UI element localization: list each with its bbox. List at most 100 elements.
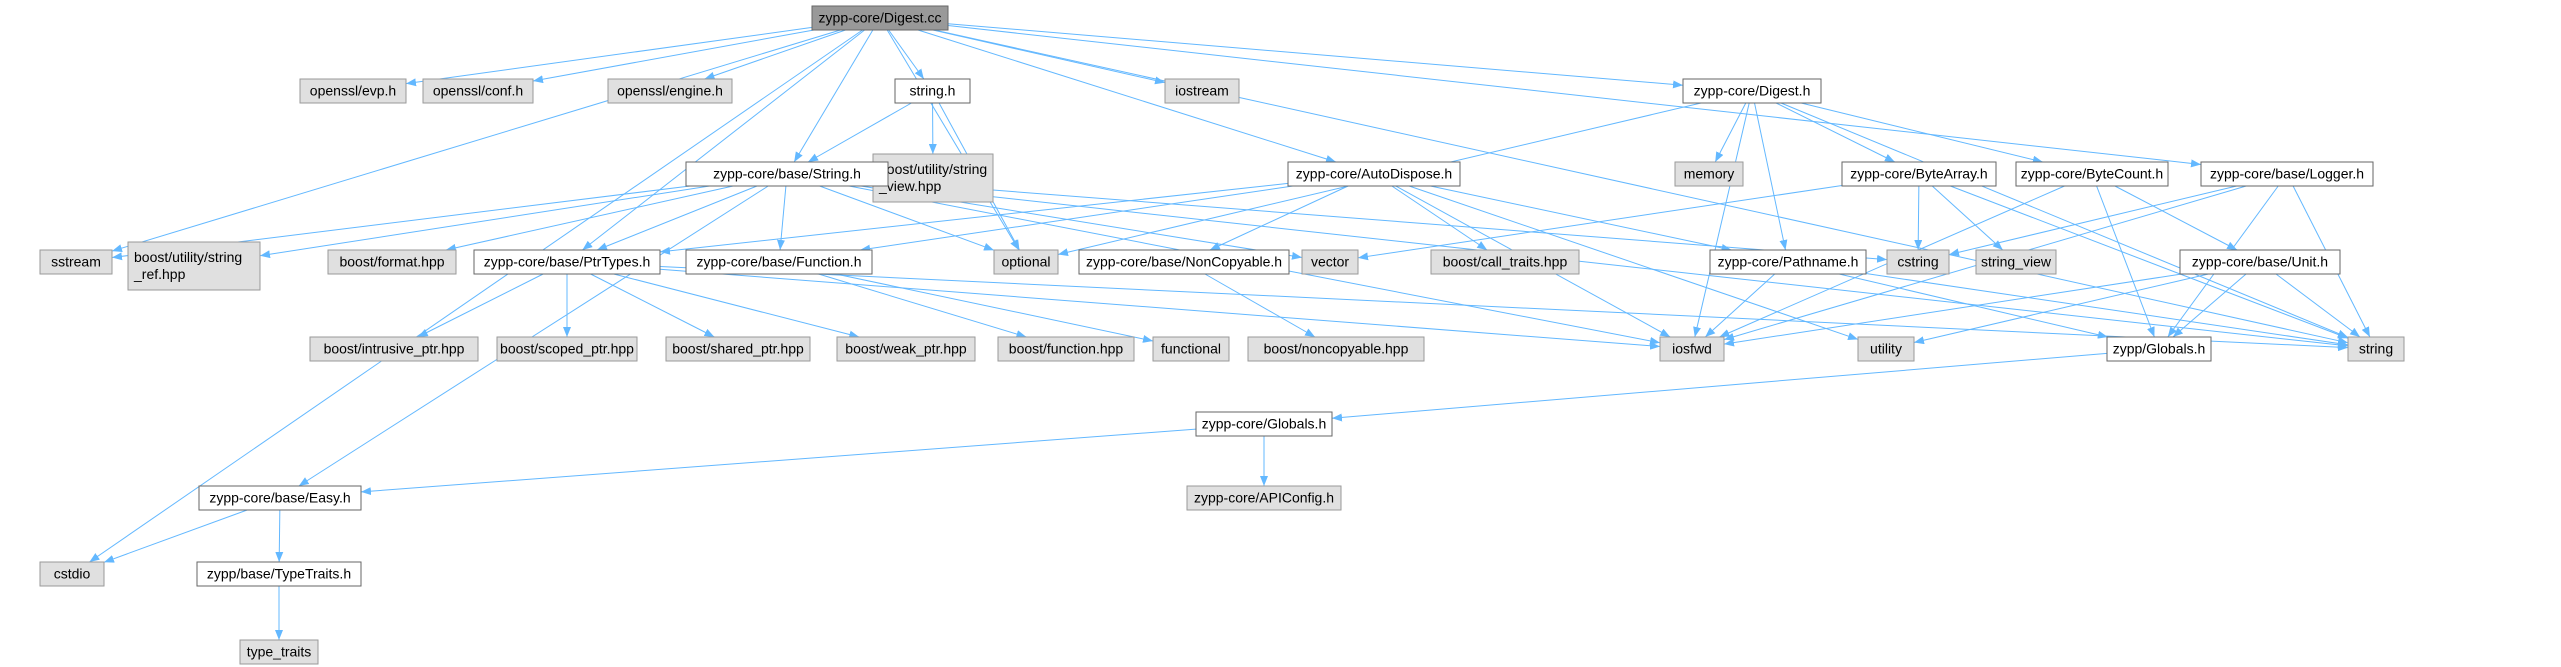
node-bytearray[interactable]: zypp-core/ByteArray.h	[1841, 161, 1997, 187]
node-string-h[interactable]: string.h	[894, 78, 971, 104]
node-label: iosfwd	[1672, 341, 1712, 357]
edge-digest_h-to-pathname	[1754, 102, 1788, 251]
node-base-string[interactable]: zypp-core/base/String.h	[685, 161, 889, 187]
node-label: functional	[1161, 341, 1221, 357]
node-label: openssl/engine.h	[617, 83, 723, 99]
node-label: zypp-core/base/PtrTypes.h	[484, 254, 651, 270]
node-apiconfig: zypp-core/APIConfig.h	[1186, 485, 1342, 511]
node-boost-function: boost/function.hpp	[997, 336, 1135, 362]
edge-ptrtypes-to-boost_weak	[613, 273, 860, 339]
node-label: zypp-core/Pathname.h	[1718, 254, 1859, 270]
node-label: zypp-core/base/NonCopyable.h	[1086, 254, 1282, 270]
edge-base_string-to-cstring	[887, 181, 1888, 263]
node-easy[interactable]: zypp-core/base/Easy.h	[198, 485, 362, 511]
edge-root-to-cstdio	[89, 29, 863, 563]
node-boost-string-view: boost/utility/string_view.hpp	[872, 153, 994, 203]
edge-autodispose-to-ptrtypes	[659, 182, 1289, 255]
node-boost-string-ref: boost/utility/string_ref.hpp	[127, 241, 261, 291]
edge-zypp_globals-to-core_globals	[1331, 352, 2108, 422]
edge-autodispose-to-noncopyable	[1209, 185, 1349, 251]
node-label: boost/shared_ptr.hpp	[672, 341, 804, 357]
edge-bytearray-to-string_view	[1931, 185, 2004, 251]
edge-digest_h-to-memory	[1714, 102, 1747, 163]
node-digest-h[interactable]: zypp-core/Digest.h	[1682, 78, 1822, 104]
node-function-h[interactable]: zypp-core/base/Function.h	[685, 249, 873, 275]
node-boost-weak: boost/weak_ptr.hpp	[836, 336, 976, 362]
edge-bytearray-to-cstring	[1914, 185, 1923, 251]
edge-root-to-logger	[947, 25, 2202, 168]
node-label: zypp-core/ByteArray.h	[1850, 166, 1987, 182]
node-label: boost/noncopyable.hpp	[1264, 341, 1409, 357]
node-label: utility	[1870, 341, 1902, 357]
node-iostream: iostream	[1164, 78, 1240, 104]
edge-unit-to-string	[2275, 273, 2361, 338]
node-bytecount[interactable]: zypp-core/ByteCount.h	[2015, 161, 2169, 187]
node-logger[interactable]: zypp-core/base/Logger.h	[2200, 161, 2374, 187]
node-noncopyable[interactable]: zypp-core/base/NonCopyable.h	[1078, 249, 1290, 275]
node-label: zypp-core/Globals.h	[1202, 416, 1327, 432]
node-cstring: cstring	[1886, 249, 1950, 275]
edge-base_string-to-ptrtypes	[596, 185, 758, 251]
edge-digest_h-to-iosfwd	[1693, 102, 1750, 338]
edge-root-to-optional	[886, 29, 1020, 251]
node-root[interactable]: zypp-core/Digest.cc	[811, 5, 949, 31]
node-label: zypp-core/Digest.h	[1694, 83, 1811, 99]
nodes-layer: zypp-core/Digest.cc openssl/evp.h openssl/…	[39, 5, 2405, 665]
edge-ptrtypes-to-string	[659, 265, 2349, 352]
node-label: cstdio	[54, 566, 91, 582]
node-label: openssl/conf.h	[433, 83, 523, 99]
edge-autodispose-to-boost_call_traits	[1391, 185, 1488, 251]
edge-root-to-openssl_engine	[704, 29, 846, 80]
node-label: zypp-core/ByteCount.h	[2021, 166, 2163, 182]
edge-autodispose-to-pathname	[1430, 185, 1732, 252]
node-vector: vector	[1301, 249, 1359, 275]
node-label: boost/intrusive_ptr.hpp	[324, 341, 465, 357]
edge-pathname-to-string	[1865, 273, 2349, 348]
node-label: zypp/base/TypeTraits.h	[207, 566, 351, 582]
node-typetraits-h[interactable]: zypp/base/TypeTraits.h	[196, 561, 362, 587]
edge-ptrtypes-to-boost_intrusive	[417, 273, 544, 338]
node-unit[interactable]: zypp-core/base/Unit.h	[2179, 249, 2341, 275]
node-optional: optional	[993, 249, 1059, 275]
node-boost-intrusive: boost/intrusive_ptr.hpp	[309, 336, 479, 362]
edge-root-to-ptrtypes	[582, 29, 865, 251]
edge-noncopyable-to-boost_noncopyable	[1204, 273, 1316, 338]
node-sstream: sstream	[39, 249, 113, 275]
node-label: openssl/evp.h	[310, 83, 396, 99]
node-ptrtypes[interactable]: zypp-core/base/PtrTypes.h	[473, 249, 661, 275]
node-core-globals[interactable]: zypp-core/Globals.h	[1195, 411, 1333, 437]
node-openssl-engine: openssl/engine.h	[607, 78, 733, 104]
node-pathname[interactable]: zypp-core/Pathname.h	[1709, 249, 1867, 275]
edge-bytecount-to-unit	[2114, 185, 2238, 251]
edge-string_h-to-base_string	[807, 102, 912, 163]
edge-unit-to-utility	[1913, 273, 2209, 345]
edge-ptrtypes-to-iosfwd	[659, 268, 1661, 350]
edge-root-to-digest_h	[947, 23, 1684, 89]
node-autodispose[interactable]: zypp-core/AutoDispose.h	[1287, 161, 1461, 187]
edge-pathname-to-iosfwd	[1704, 273, 1776, 338]
node-label: zypp-core/base/Easy.h	[209, 490, 350, 506]
edge-base_string-to-string	[887, 184, 2349, 349]
edge-digest_h-to-bytecount	[1801, 102, 2043, 164]
edge-core_globals-to-easy	[360, 428, 1197, 496]
node-label: boost/function.hpp	[1009, 341, 1124, 357]
edge-autodispose-to-utility	[1408, 185, 1859, 340]
node-openssl-conf: openssl/conf.h	[422, 78, 534, 104]
node-zypp-globals[interactable]: zypp/Globals.h	[2106, 336, 2212, 362]
node-label: zypp-core/Digest.cc	[819, 10, 942, 26]
edge-logger-to-cstring	[1948, 185, 2237, 257]
node-label: zypp-core/base/String.h	[713, 166, 861, 182]
edge-easy-to-cstdio	[103, 509, 248, 563]
node-utility: utility	[1857, 336, 1915, 362]
edge-bytecount-to-zypp_globals	[2096, 185, 2155, 338]
node-label: boost/scoped_ptr.hpp	[500, 341, 634, 357]
edge-root-to-base_string	[793, 29, 874, 163]
node-functional: functional	[1152, 336, 1230, 362]
node-boost-format: boost/format.hpp	[327, 249, 457, 275]
node-label: sstream	[51, 254, 101, 270]
edge-unit-to-iosfwd	[1723, 273, 2182, 347]
edge-base_string-to-function_h	[777, 185, 787, 251]
node-label: boost/utility/string	[134, 249, 242, 265]
edge-function_h-to-functional	[835, 273, 1154, 343]
edge-base_string-to-optional	[819, 185, 995, 251]
